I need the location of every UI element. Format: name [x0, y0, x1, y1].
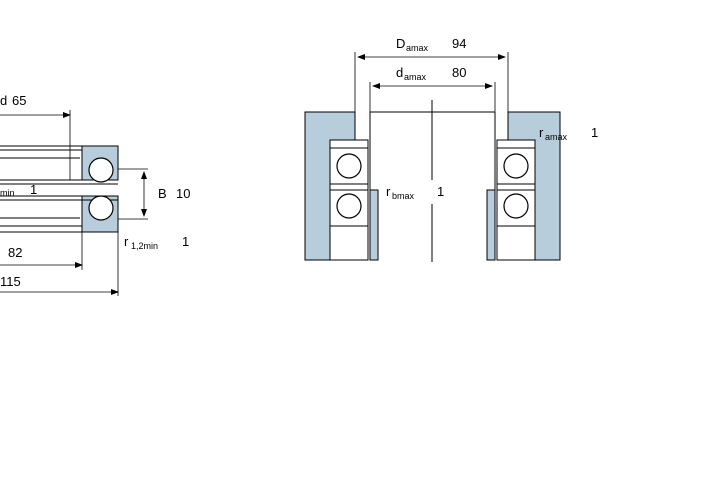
right-da-subscript: amax — [404, 72, 427, 82]
right-ball-right-bottom — [503, 193, 529, 219]
right-da-symbol: d — [396, 65, 403, 80]
right-da-value: 80 — [452, 65, 466, 80]
right-ra-subscript: amax — [545, 132, 568, 142]
right-rb-symbol: r — [386, 184, 391, 199]
left-rmin-value: 1 — [30, 182, 37, 197]
right-mounting-view: D amax 94 d amax 80 r amax 1 r bmax 1 — [304, 36, 598, 262]
right-ball-right-top — [503, 153, 529, 179]
left-ball-bottom — [88, 195, 114, 221]
left-d-symbol: d — [0, 93, 7, 108]
left-r12-subscript: 1,2min — [131, 241, 158, 251]
left-b-value: 10 — [176, 186, 190, 201]
left-bearing-view: d 65 min 1 B 10 r 1,2min 1 82 115 — [0, 93, 190, 296]
right-rb-subscript: bmax — [392, 191, 415, 201]
right-rb-value: 1 — [437, 184, 444, 199]
right-shaft-strip-right — [486, 189, 496, 261]
left-D-value: 115 — [0, 274, 21, 289]
right-shaft-strip-left — [369, 189, 379, 261]
left-ball-top — [88, 157, 114, 183]
left-r12-value: 1 — [182, 234, 189, 249]
right-Da-symbol: D — [396, 36, 405, 51]
right-ball-left-bottom — [336, 193, 362, 219]
right-ra-value: 1 — [591, 125, 598, 140]
left-d-value: 65 — [12, 93, 26, 108]
left-d1-value: 82 — [8, 245, 22, 260]
left-b-symbol: B — [158, 186, 167, 201]
right-ball-left-top — [336, 153, 362, 179]
left-rmin-suffix: min — [0, 188, 15, 198]
right-Da-value: 94 — [452, 36, 466, 51]
left-r12-symbol: r — [124, 234, 129, 249]
right-Da-subscript: amax — [406, 43, 429, 53]
right-ra-symbol: r — [539, 125, 544, 140]
